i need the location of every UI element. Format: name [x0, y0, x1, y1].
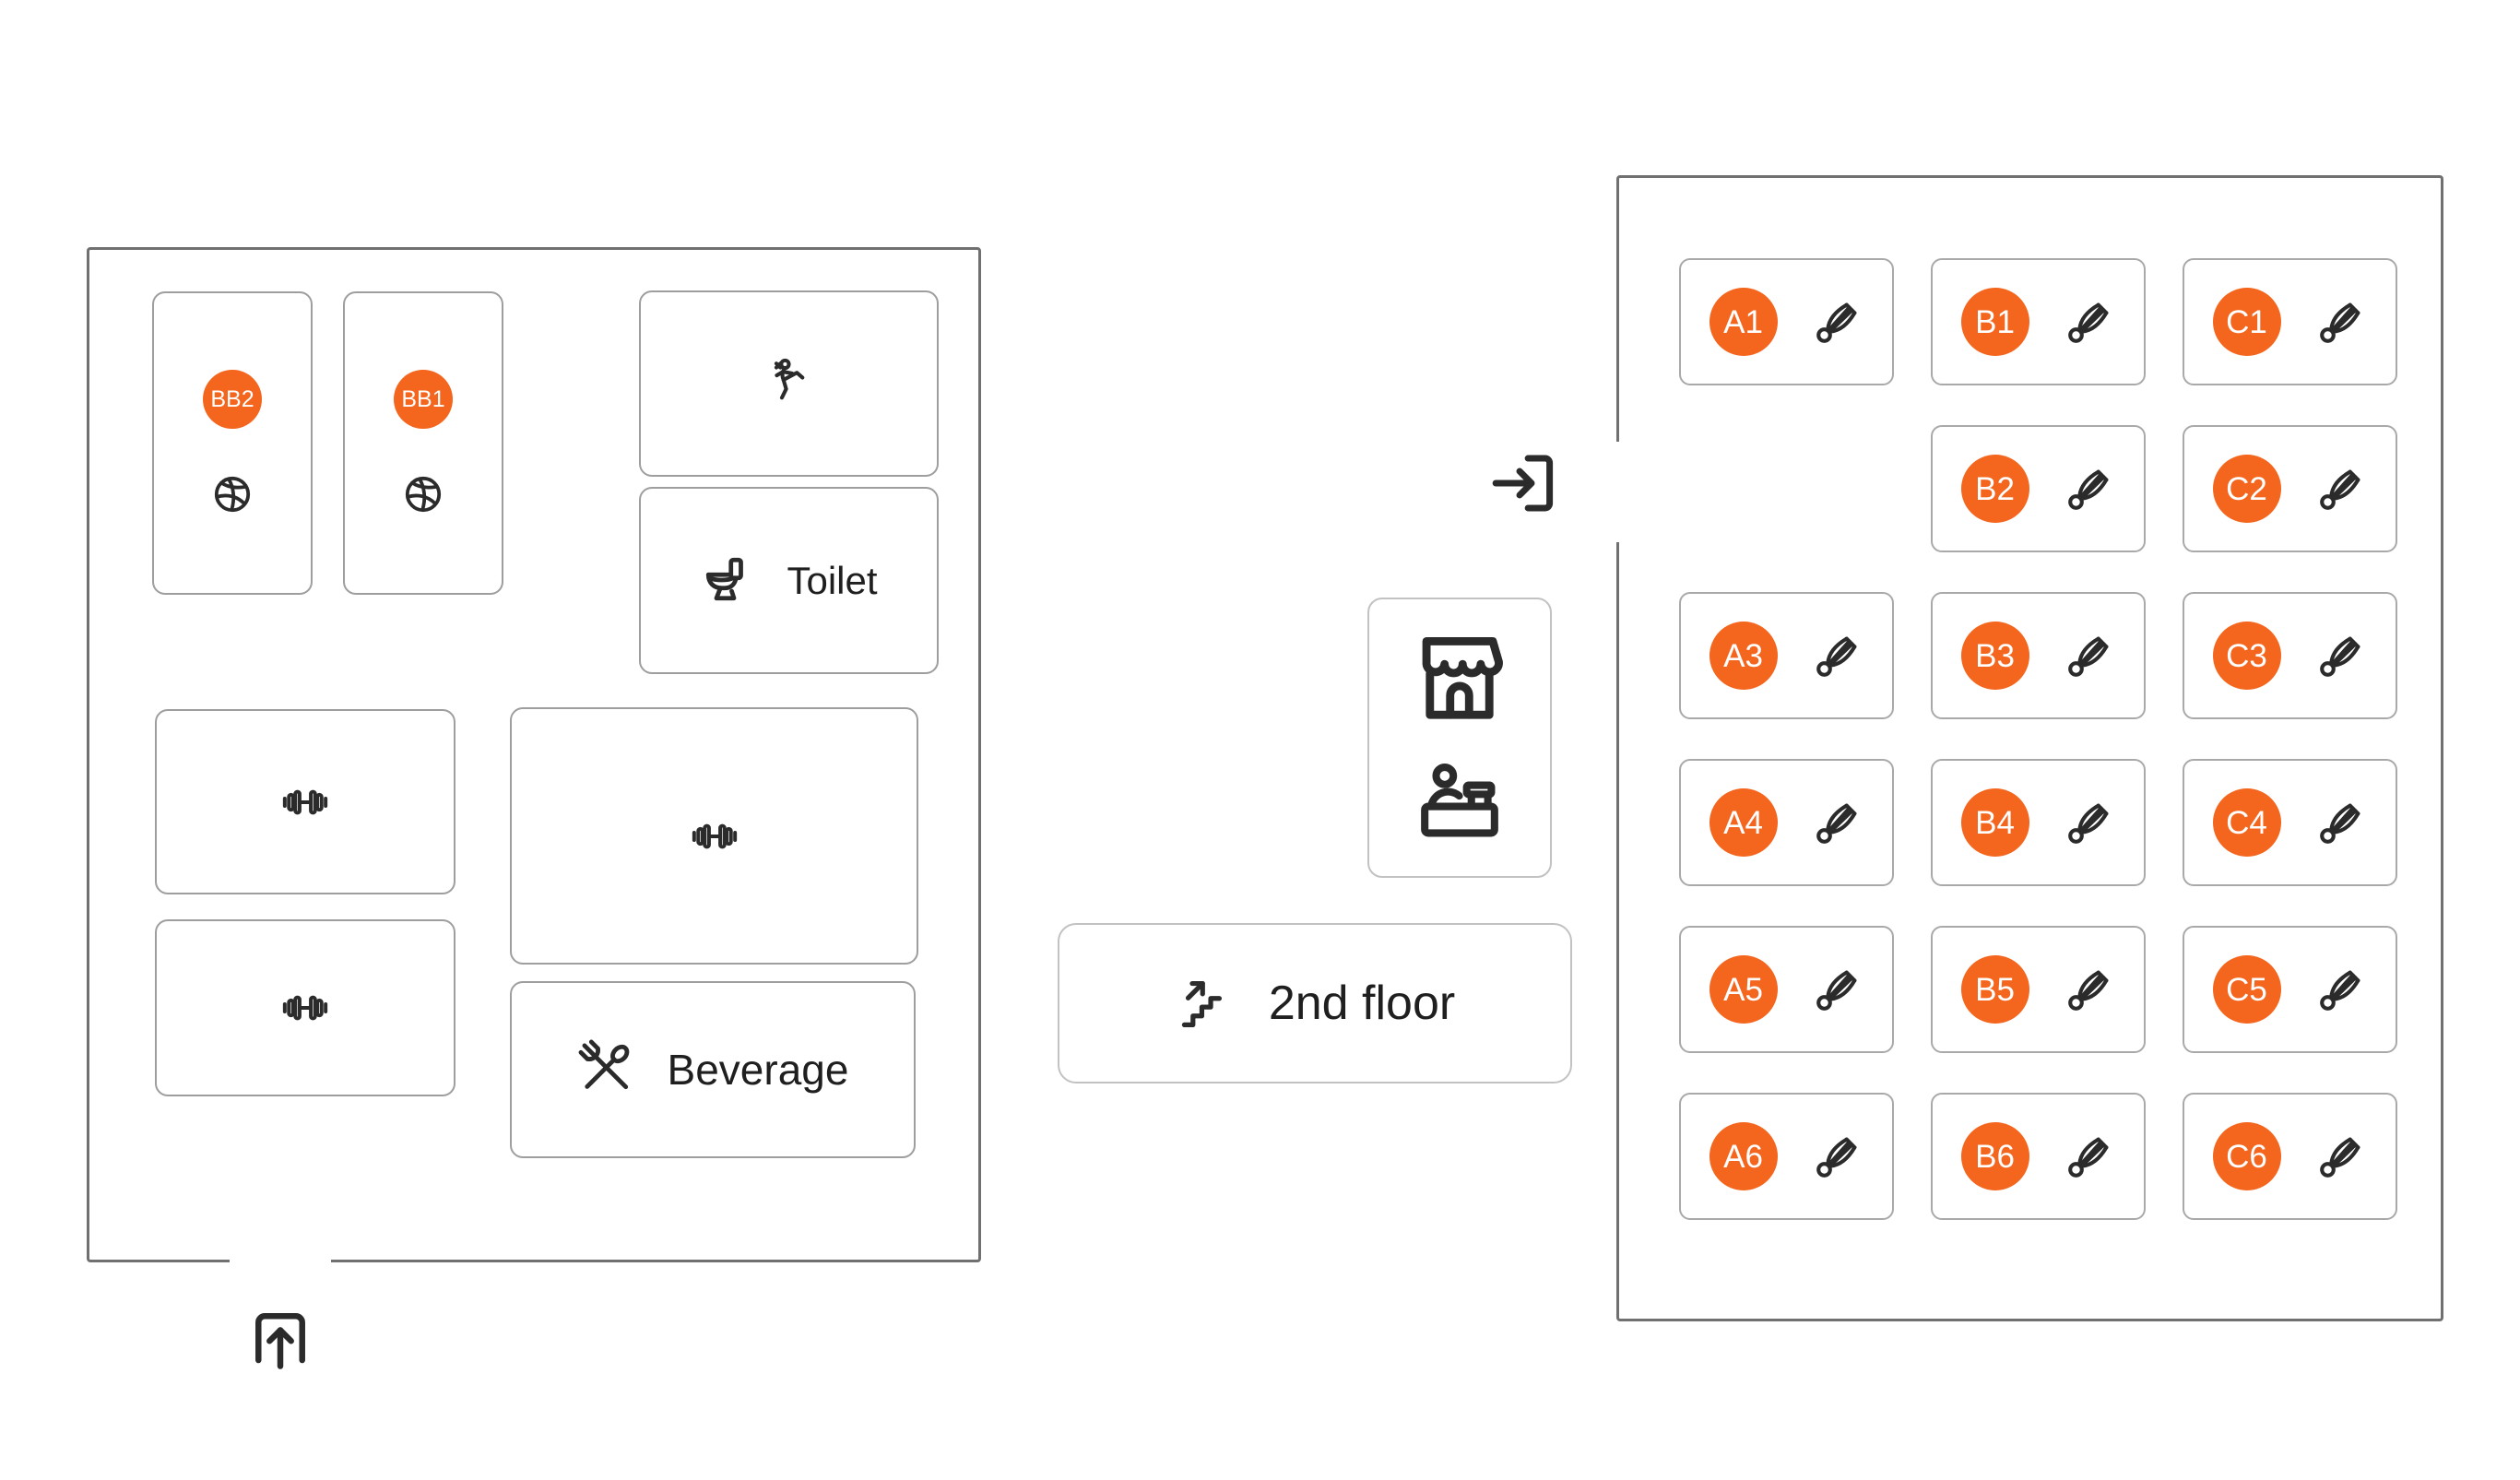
taekwondo-kick-icon	[763, 357, 816, 410]
dumbbell-icon	[689, 811, 740, 862]
court-badge-label: B2	[1960, 455, 2029, 523]
room-gym-bottom	[155, 919, 455, 1096]
shuttlecock-icon	[2063, 462, 2116, 515]
reception-desk-icon	[1413, 754, 1507, 848]
court-badge-label: A1	[1709, 288, 1778, 356]
shuttlecock-icon	[2314, 462, 2368, 515]
shuttlecock-icon	[2063, 796, 2116, 849]
fork-spoon-icon	[577, 1038, 640, 1101]
court-cell-a5[interactable]: A5	[1679, 926, 1894, 1053]
room-martial-arts	[639, 290, 939, 477]
court-badge-label: A3	[1709, 622, 1778, 690]
court-cell-b5[interactable]: B5	[1931, 926, 2146, 1053]
court-badge-label: B6	[1960, 1122, 2029, 1190]
shuttlecock-icon	[2314, 295, 2368, 349]
court-badge-label: C3	[2212, 622, 2281, 690]
basketball-icon	[210, 472, 254, 516]
court-badge-label: C5	[2212, 955, 2281, 1024]
room-court-bb1[interactable]: BB1	[343, 291, 503, 595]
dumbbell-icon	[279, 982, 331, 1034]
shuttlecock-icon	[2314, 1130, 2368, 1183]
court-cell-c5[interactable]: C5	[2183, 926, 2397, 1053]
court-cell-a3[interactable]: A3	[1679, 592, 1894, 719]
court-cell-a6[interactable]: A6	[1679, 1093, 1894, 1220]
court-cell-c1[interactable]: C1	[2183, 258, 2397, 385]
toilet-icon	[700, 553, 755, 609]
court-cell-c6[interactable]: C6	[2183, 1093, 2397, 1220]
left-building-entrance-gap	[230, 1256, 331, 1263]
court-badge-label: C2	[2212, 455, 2281, 523]
right-building: A1 B1 C1 B2 C2 A3 B3 C3 A4 B4 C4 A5 B5 C…	[1615, 175, 2443, 1321]
second-floor-label: 2nd floor	[1268, 977, 1456, 1030]
shuttlecock-icon	[1811, 295, 1864, 349]
second-floor-link[interactable]: 2nd floor	[1058, 923, 1572, 1083]
court-cell-b2[interactable]: B2	[1931, 425, 2146, 552]
court-badge-label: C1	[2212, 288, 2281, 356]
shuttlecock-icon	[1811, 796, 1864, 849]
shuttlecock-icon	[2063, 1130, 2116, 1183]
court-slot-empty	[1679, 425, 1894, 552]
services-panel	[1367, 598, 1552, 878]
room-beverage: Beverage	[510, 981, 916, 1158]
court-cell-a1[interactable]: A1	[1679, 258, 1894, 385]
room-gym-large	[510, 707, 918, 965]
court-badge-bb2: BB2	[203, 370, 262, 429]
court-badge-label: B4	[1960, 788, 2029, 857]
court-cell-b4[interactable]: B4	[1931, 759, 2146, 886]
entrance-up-arrow-icon	[244, 1302, 316, 1374]
right-building-entrance-gap	[1615, 442, 1623, 542]
court-cell-c4[interactable]: C4	[2183, 759, 2397, 886]
court-badge-label: B5	[1960, 955, 2029, 1024]
enter-arrow-icon	[1486, 444, 1564, 522]
shuttlecock-icon	[2314, 963, 2368, 1016]
court-cell-b3[interactable]: B3	[1931, 592, 2146, 719]
shuttlecock-icon	[2314, 796, 2368, 849]
shuttlecock-icon	[1811, 629, 1864, 682]
basketball-icon	[401, 472, 445, 516]
court-cell-c3[interactable]: C3	[2183, 592, 2397, 719]
court-cell-b6[interactable]: B6	[1931, 1093, 2146, 1220]
room-toilet: Toilet	[639, 487, 939, 674]
room-gym-top	[155, 709, 455, 894]
badminton-court-grid: A1 B1 C1 B2 C2 A3 B3 C3 A4 B4 C4 A5 B5 C…	[1679, 258, 2397, 1220]
court-badge-label: C4	[2212, 788, 2281, 857]
court-badge-label: A6	[1709, 1122, 1778, 1190]
left-building: BB2 BB1 Toilet Beverage	[87, 247, 981, 1263]
court-badge-label: C6	[2212, 1122, 2281, 1190]
storefront-icon	[1408, 627, 1511, 730]
court-cell-b1[interactable]: B1	[1931, 258, 2146, 385]
stairs-up-icon	[1175, 973, 1236, 1034]
court-cell-a4[interactable]: A4	[1679, 759, 1894, 886]
shuttlecock-icon	[2314, 629, 2368, 682]
court-badge-label: A5	[1709, 955, 1778, 1024]
shuttlecock-icon	[1811, 963, 1864, 1016]
shuttlecock-icon	[1811, 1130, 1864, 1183]
toilet-label: Toilet	[787, 558, 878, 602]
beverage-label: Beverage	[667, 1046, 849, 1094]
dumbbell-icon	[279, 776, 331, 828]
court-badge-label: B3	[1960, 622, 2029, 690]
shuttlecock-icon	[2063, 295, 2116, 349]
court-badge-label: B1	[1960, 288, 2029, 356]
court-cell-c2[interactable]: C2	[2183, 425, 2397, 552]
court-badge-label: A4	[1709, 788, 1778, 857]
room-court-bb2[interactable]: BB2	[152, 291, 313, 595]
shuttlecock-icon	[2063, 629, 2116, 682]
shuttlecock-icon	[2063, 963, 2116, 1016]
court-badge-bb1: BB1	[394, 370, 453, 429]
